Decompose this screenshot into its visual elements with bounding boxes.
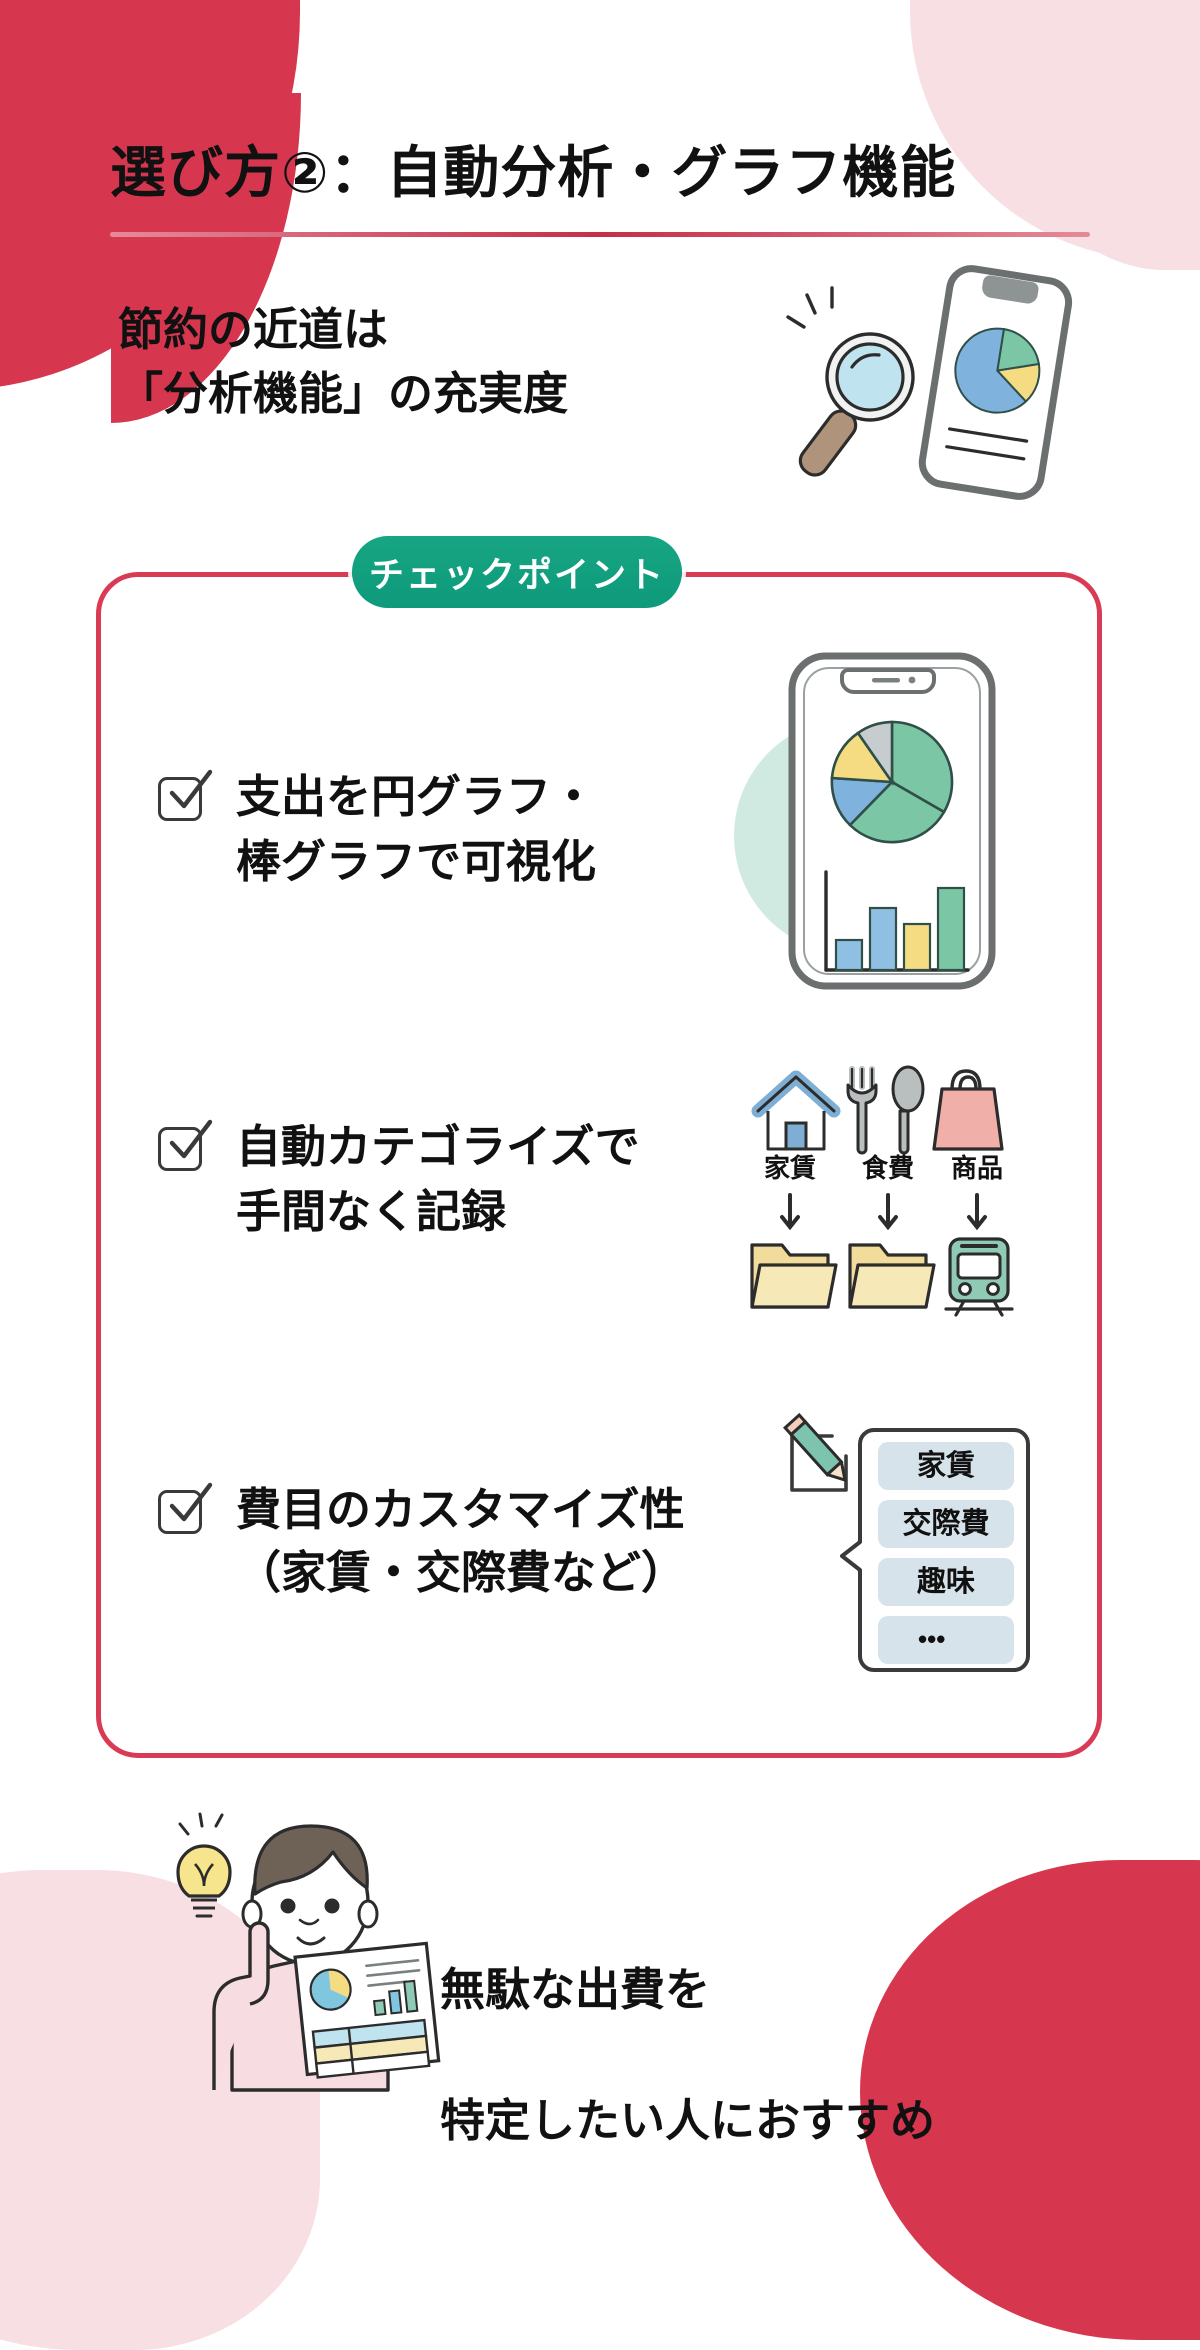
editable-category-list-illustration: 家賃 交際費 趣味 ••• <box>770 1410 1035 1685</box>
category-label-3: 商品 <box>951 1153 1003 1183</box>
checkbox-checked-icon <box>156 1482 213 1540</box>
fork-spoon-icon <box>846 1065 925 1155</box>
subtitle-line-2: 「分析機能」の充実度 <box>118 367 569 419</box>
magnifier-phone-illustration <box>752 255 1082 500</box>
category-pill-label-3: 趣味 <box>916 1565 975 1598</box>
category-pill <box>878 1500 1014 1548</box>
checklist-item-3: 費目のカスタマイズ性 （家賃・交際費など） <box>156 1478 686 1604</box>
category-pill <box>878 1558 1014 1606</box>
checklist-item-2: 自動カテゴライズで 手間なく記録 <box>156 1115 640 1245</box>
lightbulb-icon <box>176 1844 232 1918</box>
house-icon <box>751 1070 841 1151</box>
category-pill-label-4: ••• <box>918 1624 945 1654</box>
checkbox-checked-icon <box>156 769 213 827</box>
report-sheet <box>293 1941 441 2079</box>
pie-chart-icon <box>830 720 954 844</box>
folder-icon <box>750 1243 838 1309</box>
category-pill-label-1: 家賃 <box>917 1448 975 1482</box>
category-pill-label-2: 交際費 <box>902 1506 989 1540</box>
footer-line-1: 無駄な出費を <box>440 1964 711 2016</box>
subtitle: 節約の近道は 「分析機能」の充実度 <box>118 298 568 426</box>
bar-chart-icon <box>824 870 970 972</box>
train-icon <box>944 1237 1014 1317</box>
footer-line-2: 特定したい人におすすめ <box>440 2094 936 2146</box>
sparkle-icon <box>786 286 834 329</box>
smartphone-chart-illustration <box>700 640 1020 990</box>
checklist-item-1-label: 支出を円グラフ・ 棒グラフで可視化 <box>236 771 597 887</box>
checkpoint-badge: チェックポイント <box>352 536 682 608</box>
shopping-bag-icon <box>932 1069 1004 1151</box>
pencil-edit-icon <box>783 1412 848 1492</box>
page-title: 選び方②：自動分析・グラフ機能 <box>110 141 957 204</box>
magnifier-icon <box>798 332 915 477</box>
category-pill <box>878 1442 1014 1490</box>
title-underline-rule <box>110 232 1090 237</box>
footer-text: 無駄な出費を 特定したい人におすすめ <box>440 1892 935 2218</box>
sparkle-icon <box>178 1812 224 1836</box>
checklist-item-1: 支出を円グラフ・ 棒グラフで可視化 <box>156 765 596 895</box>
checkbox-checked-icon <box>156 1119 213 1177</box>
subtitle-line-1: 節約の近道は <box>118 304 389 355</box>
category-pill <box>878 1616 1014 1664</box>
checklist-item-2-label: 自動カテゴライズで 手間なく記録 <box>236 1121 640 1237</box>
folder-icon <box>848 1243 936 1309</box>
person-lightbulb-illustration <box>152 1790 442 2100</box>
category-label-1: 家賃 <box>764 1153 816 1183</box>
arrow-down-icon <box>780 1193 987 1231</box>
auto-categorize-illustration: 家賃 食費 商品 <box>740 1055 1020 1330</box>
phone-pie-icon <box>918 265 1073 500</box>
infographic-page: 選び方②：自動分析・グラフ機能 節約の近道は 「分析機能」の充実度 <box>96 141 1102 2146</box>
checklist-item-3-label: 費目のカスタマイズ性 （家賃・交際費など） <box>236 1484 687 1598</box>
category-label-2: 食費 <box>862 1153 914 1183</box>
